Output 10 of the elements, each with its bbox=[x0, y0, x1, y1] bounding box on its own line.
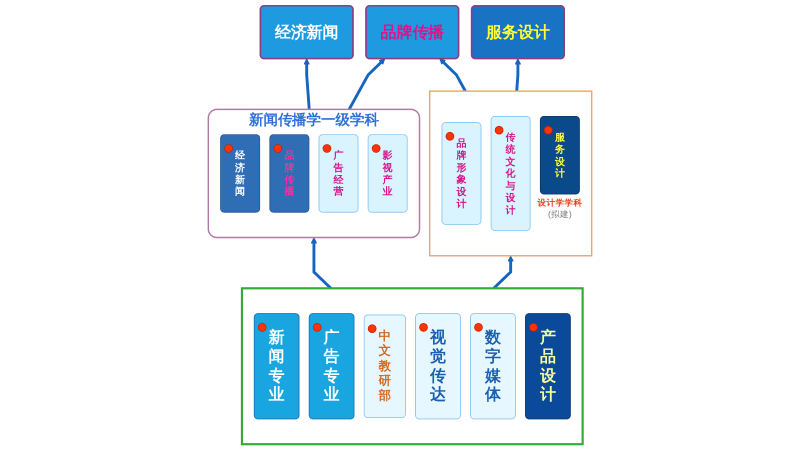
cluster bbox=[240, 287, 584, 446]
arrow bbox=[310, 237, 332, 290]
node-caption: (拟建) bbox=[548, 209, 572, 220]
node-caption: 设计学学科 bbox=[537, 198, 582, 208]
arrow bbox=[348, 58, 386, 110]
cluster bbox=[428, 90, 592, 256]
arrow bbox=[514, 58, 522, 92]
arrow bbox=[492, 255, 514, 290]
arrow bbox=[439, 58, 467, 92]
arrow bbox=[304, 58, 311, 110]
